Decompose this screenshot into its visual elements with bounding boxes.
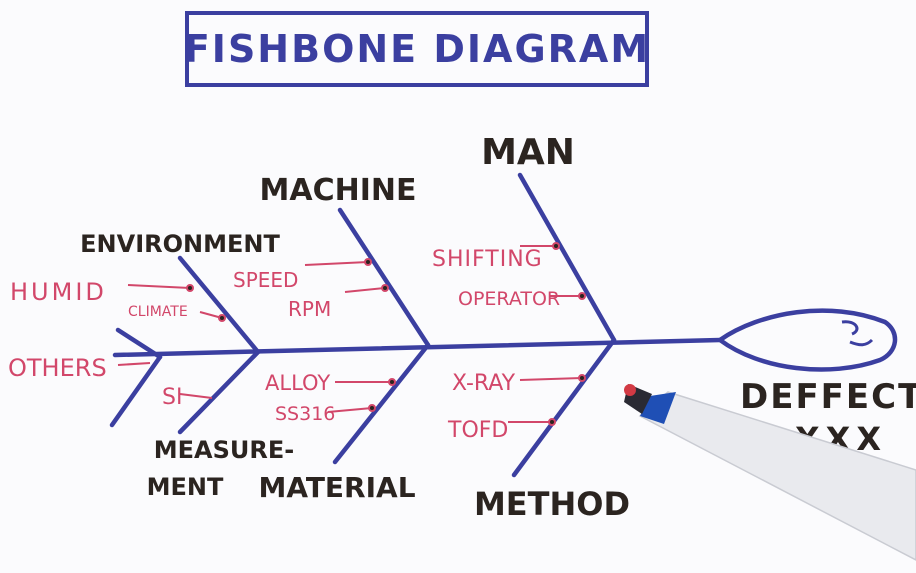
title-box: FISHBONE DIAGRAM xyxy=(184,13,650,85)
category-man: MAN xyxy=(481,132,575,173)
category-measurement-line1: MEASURE- xyxy=(154,436,294,464)
cause-xray: X-RAY xyxy=(452,371,516,396)
effect-title: DEFFECT xyxy=(740,377,916,417)
category-method: METHOD xyxy=(474,485,630,523)
cause-alloy: ALLOY xyxy=(265,371,330,395)
cause-ss316: SS316 xyxy=(275,403,335,425)
spine xyxy=(115,340,720,355)
bone-method xyxy=(514,340,614,475)
bone-measurement xyxy=(180,352,258,432)
diagram-title: FISHBONE DIAGRAM xyxy=(184,27,650,71)
bone-material xyxy=(335,345,428,462)
category-labels: MAN MACHINE ENVIRONMENT METHOD MATERIAL … xyxy=(80,132,630,523)
cause-tofd: TOFD xyxy=(447,418,508,443)
bone-machine xyxy=(340,210,428,345)
bones xyxy=(112,175,720,475)
fish-head-icon xyxy=(720,311,895,370)
cause-si: SI xyxy=(162,385,182,410)
bone-others-lower xyxy=(112,357,160,425)
cause-shifting: SHIFTING xyxy=(432,247,543,272)
category-measurement-line2: MENT xyxy=(147,473,224,501)
cause-humid: HUMID xyxy=(10,278,107,306)
cause-rpm: RPM xyxy=(288,297,331,321)
category-material: MATERIAL xyxy=(258,471,415,504)
cause-others: OTHERS xyxy=(8,354,107,382)
category-machine: MACHINE xyxy=(260,173,417,208)
category-environment: ENVIRONMENT xyxy=(80,230,280,258)
cause-climate: CLIMATE xyxy=(128,304,188,320)
cause-speed: SPEED xyxy=(233,268,298,292)
cause-operator: OPERATOR xyxy=(458,288,560,310)
